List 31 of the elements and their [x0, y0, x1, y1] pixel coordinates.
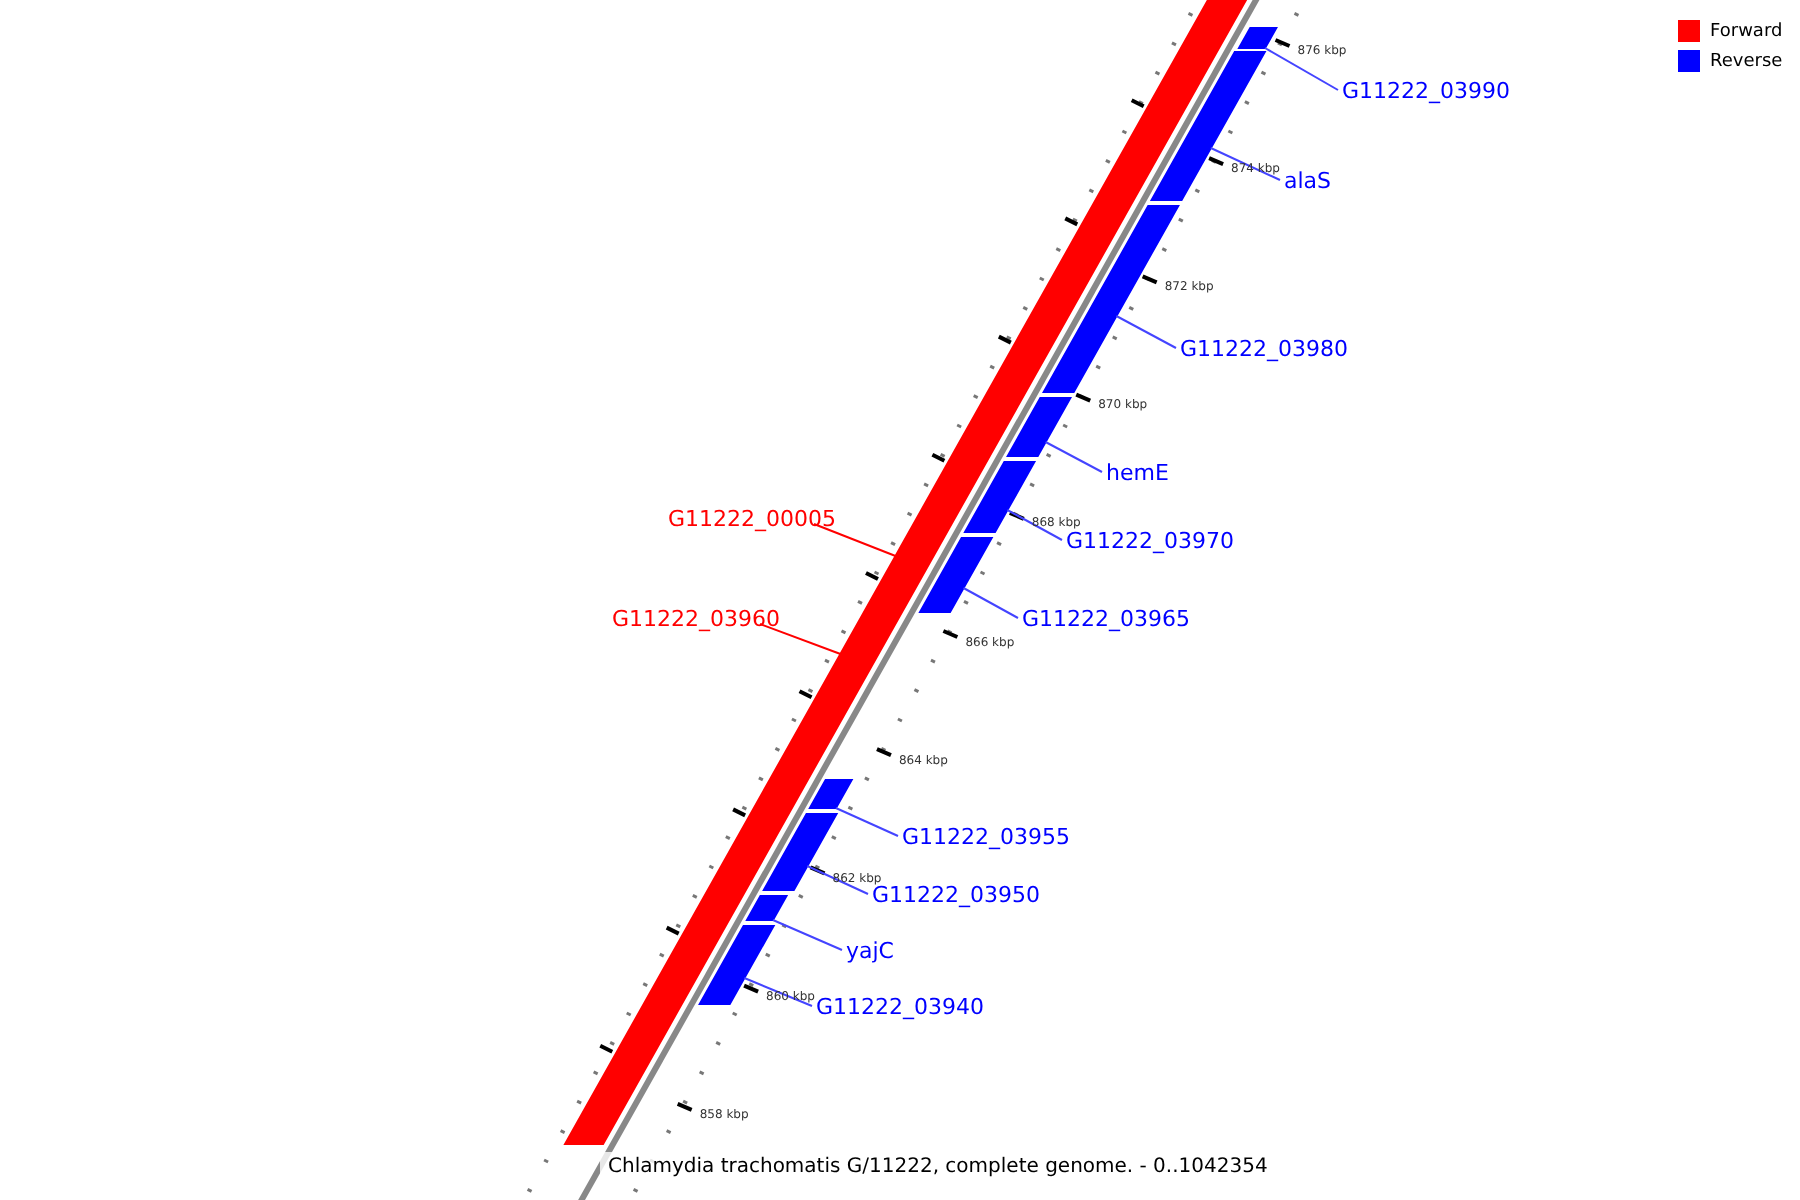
leader-line — [1209, 147, 1281, 181]
gene-label: G11222_03955 — [902, 824, 1071, 850]
leader-line — [771, 919, 843, 951]
leader-line — [834, 807, 899, 837]
gene-label: G11222_03970 — [1066, 528, 1235, 554]
gene-label: G11222_03950 — [872, 882, 1041, 908]
gene-label: G11222_00005 — [668, 506, 837, 532]
gene-label: G11222_03940 — [816, 994, 985, 1020]
legend-label: Reverse — [1710, 50, 1783, 74]
gene-block — [1237, 27, 1278, 49]
gene-label: alaS — [1284, 168, 1332, 194]
leader-line — [962, 587, 1019, 619]
gene-block — [918, 537, 994, 613]
gene-label: hemE — [1106, 460, 1169, 486]
gene-label: G11222_03960 — [612, 606, 781, 632]
leader-line — [759, 623, 842, 655]
gene-block — [1006, 397, 1073, 457]
leader-line — [813, 523, 897, 557]
gene-label: G11222_03980 — [1180, 336, 1349, 362]
gene-label: G11222_03990 — [1342, 78, 1511, 104]
gene-label: yajC — [846, 938, 894, 964]
gene-block — [808, 779, 854, 809]
leader-line — [806, 865, 869, 895]
leader-line — [743, 977, 813, 1007]
leader-line — [1044, 441, 1103, 473]
leader-line — [1264, 47, 1339, 91]
gene-block — [745, 895, 789, 921]
leader-line — [1115, 315, 1177, 349]
gene-label: G11222_03965 — [1022, 606, 1191, 632]
legend-label: Forward — [1710, 20, 1783, 44]
leader-line — [1006, 509, 1063, 541]
